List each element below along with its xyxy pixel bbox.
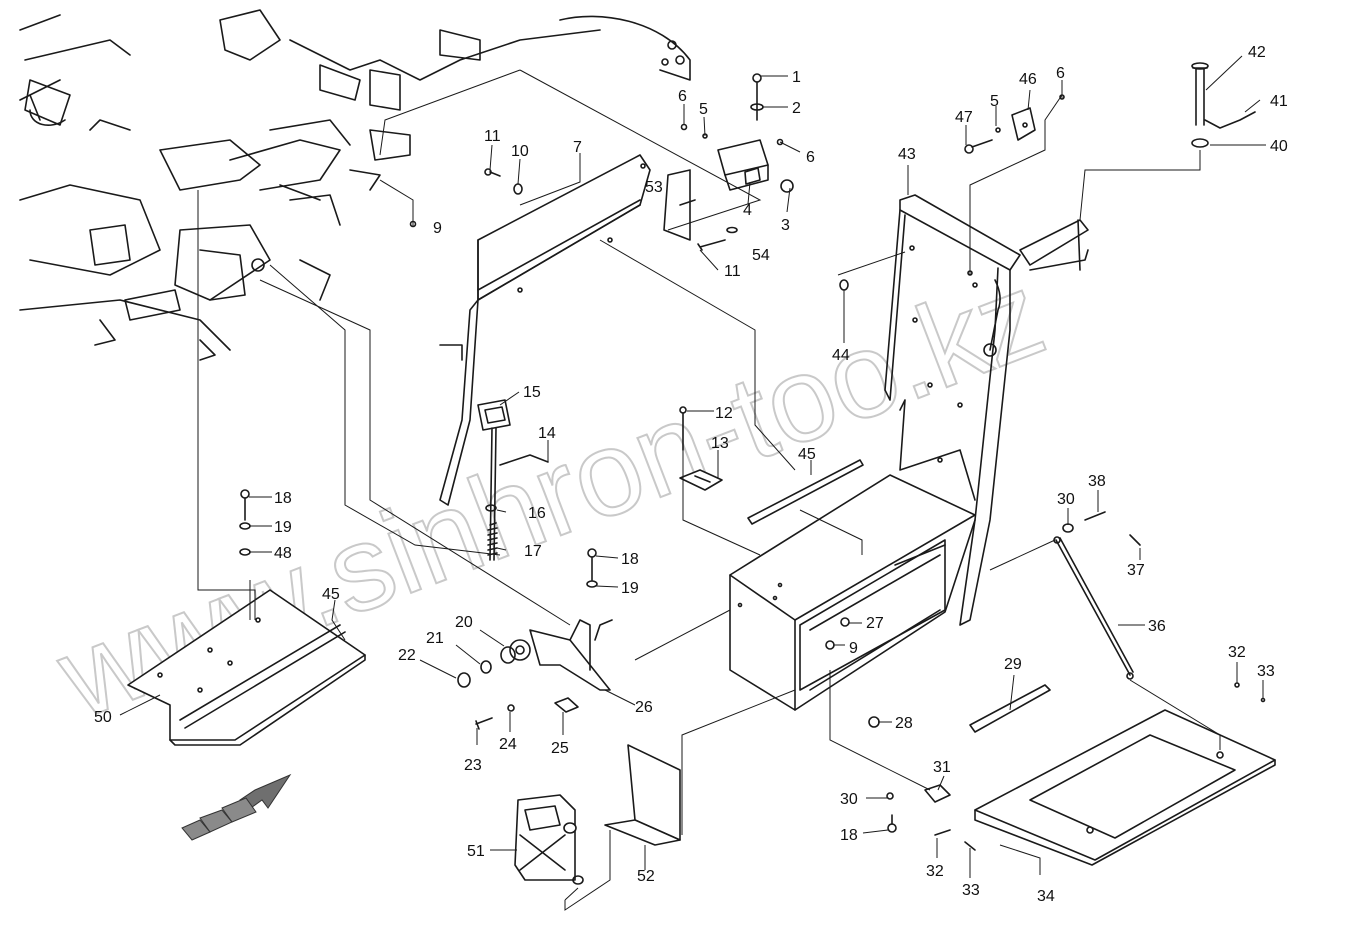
front-direction-arrow-icon bbox=[181, 773, 292, 841]
callout-27: 27 bbox=[866, 615, 884, 632]
callout-44: 44 bbox=[832, 347, 850, 364]
machine-frame bbox=[19, 9, 691, 361]
callout-22: 22 bbox=[398, 647, 416, 664]
callout-16: 16 bbox=[528, 505, 546, 522]
callout-14: 14 bbox=[538, 425, 556, 442]
callout-6: 6 bbox=[806, 149, 815, 166]
callout-53: 53 bbox=[645, 179, 663, 196]
callout-46: 46 bbox=[1019, 71, 1037, 88]
callout-45: 45 bbox=[322, 586, 340, 603]
callout-18: 18 bbox=[274, 490, 292, 507]
callout-28: 28 bbox=[895, 715, 913, 732]
callout-3: 3 bbox=[781, 217, 790, 234]
callout-13: 13 bbox=[711, 435, 729, 452]
callout-21: 21 bbox=[426, 630, 444, 647]
callout-40: 40 bbox=[1270, 138, 1288, 155]
cover-34 bbox=[974, 682, 1276, 866]
callout-17: 17 bbox=[524, 543, 542, 560]
callout-29: 29 bbox=[1004, 656, 1022, 673]
floor-plate-50 bbox=[127, 489, 366, 746]
canister-51 bbox=[514, 794, 584, 885]
rear-plate-7 bbox=[439, 154, 651, 506]
callout-11: 11 bbox=[724, 263, 741, 280]
callout-20: 20 bbox=[455, 614, 473, 631]
callout-23: 23 bbox=[464, 757, 482, 774]
callout-32: 32 bbox=[926, 863, 944, 880]
callout-labels: 1 2 3 4 5 5 6 6 6 7 9 9 10 11 11 12 13 1… bbox=[94, 44, 1288, 905]
callout-31: 31 bbox=[933, 759, 951, 776]
callout-15: 15 bbox=[523, 384, 541, 401]
callout-19: 19 bbox=[621, 580, 639, 597]
callout-50: 50 bbox=[94, 709, 112, 726]
callout-7: 7 bbox=[573, 139, 582, 156]
callout-45: 45 bbox=[798, 446, 816, 463]
callout-41: 41 bbox=[1270, 93, 1288, 110]
callout-9: 9 bbox=[433, 220, 442, 237]
seat-bracket bbox=[679, 406, 723, 491]
callout-10: 10 bbox=[511, 143, 529, 160]
callout-6: 6 bbox=[678, 88, 687, 105]
callout-18: 18 bbox=[621, 551, 639, 568]
callout-11: 11 bbox=[484, 128, 501, 145]
callout-18: 18 bbox=[840, 827, 858, 844]
callout-36: 36 bbox=[1148, 618, 1166, 635]
callout-47: 47 bbox=[955, 109, 973, 126]
callout-30: 30 bbox=[1057, 491, 1075, 508]
callout-5: 5 bbox=[990, 93, 999, 110]
callout-54: 54 bbox=[752, 247, 770, 264]
callout-5: 5 bbox=[699, 101, 708, 118]
callout-25: 25 bbox=[551, 740, 569, 757]
callout-19: 19 bbox=[274, 519, 292, 536]
callout-42: 42 bbox=[1248, 44, 1266, 61]
leader-lines bbox=[119, 55, 1266, 911]
callout-48: 48 bbox=[274, 545, 292, 562]
lever-bracket bbox=[457, 548, 613, 730]
callout-6: 6 bbox=[1056, 65, 1065, 82]
callout-12: 12 bbox=[715, 405, 733, 422]
callout-43: 43 bbox=[898, 146, 916, 163]
callout-34: 34 bbox=[1037, 888, 1055, 905]
callout-52: 52 bbox=[637, 868, 655, 885]
latch-31 bbox=[886, 784, 976, 851]
pedal-assembly bbox=[477, 399, 549, 561]
callout-51: 51 bbox=[467, 843, 485, 860]
callout-38: 38 bbox=[1088, 473, 1106, 490]
callout-33: 33 bbox=[962, 882, 980, 899]
callout-1: 1 bbox=[792, 69, 801, 86]
seat-box bbox=[729, 459, 976, 711]
callout-24: 24 bbox=[499, 736, 517, 753]
callout-30: 30 bbox=[840, 791, 858, 808]
callout-32: 32 bbox=[1228, 644, 1246, 661]
callout-9: 9 bbox=[849, 640, 858, 657]
callout-33: 33 bbox=[1257, 663, 1275, 680]
gas-strut-36 bbox=[1053, 511, 1141, 680]
callout-37: 37 bbox=[1127, 562, 1145, 579]
callout-4: 4 bbox=[743, 202, 752, 219]
holder-bracket-52 bbox=[604, 744, 681, 846]
callout-2: 2 bbox=[792, 100, 801, 117]
callout-26: 26 bbox=[635, 699, 653, 716]
pin-assembly bbox=[1191, 62, 1256, 148]
